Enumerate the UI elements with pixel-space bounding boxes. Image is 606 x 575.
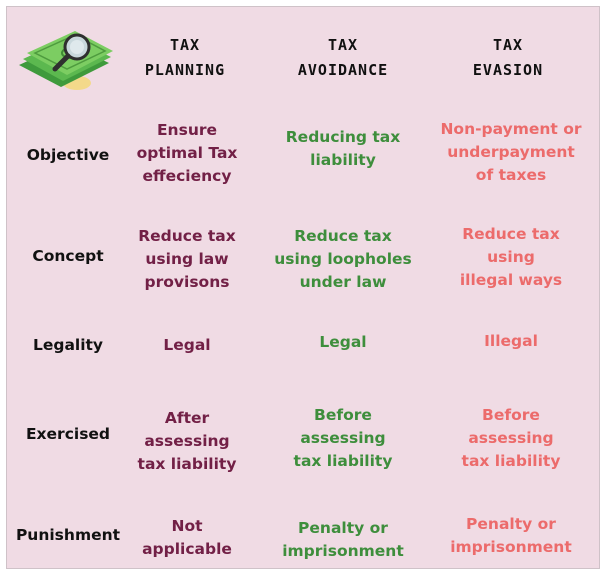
header-tax-evasion-line1: TAX bbox=[492, 36, 524, 54]
header-tax-avoidance-line2: AVOIDANCE bbox=[297, 61, 389, 79]
comparison-card: TAX PLANNING TAX AVOIDANCE TAX EVASION O… bbox=[6, 6, 600, 569]
cell-punishment-evasion: Penalty or imprisonment bbox=[450, 515, 572, 556]
header-tax-planning-line1: TAX bbox=[169, 36, 201, 54]
cell-objective-evasion: Non-payment or underpayment of taxes bbox=[440, 120, 582, 184]
cell-legality-evasion: Illegal bbox=[484, 332, 538, 350]
row-label-exercised: Exercised bbox=[25, 425, 111, 443]
row-label-objective: Objective bbox=[26, 146, 110, 164]
cell-exercised-evasion: Before assessing tax liability bbox=[461, 406, 561, 470]
row-label-concept: Concept bbox=[32, 247, 104, 265]
cell-concept-avoidance: Reduce tax using loopholes under law bbox=[274, 227, 412, 291]
cell-punishment-planning: Not applicable bbox=[142, 517, 232, 558]
row-label-punishment: Punishment bbox=[15, 526, 121, 544]
header-tax-planning: TAX PLANNING bbox=[110, 33, 260, 83]
cell-exercised-planning: After assessing tax liability bbox=[137, 409, 237, 473]
cell-exercised-avoidance: Before assessing tax liability bbox=[293, 406, 393, 470]
header-tax-planning-line2: PLANNING bbox=[144, 61, 226, 79]
header-tax-evasion-line2: EVASION bbox=[472, 61, 544, 79]
cell-objective-avoidance: Reducing tax liability bbox=[285, 128, 401, 169]
header-tax-evasion: TAX EVASION bbox=[433, 33, 583, 83]
cell-legality-avoidance: Legal bbox=[319, 333, 367, 351]
header-tax-avoidance: TAX AVOIDANCE bbox=[268, 33, 418, 83]
cell-objective-planning: Ensure optimal Tax effeciency bbox=[136, 121, 238, 185]
cell-concept-planning: Reduce tax using law provisons bbox=[138, 227, 236, 291]
cell-punishment-avoidance: Penalty or imprisonment bbox=[282, 519, 404, 560]
money-magnifier-icon bbox=[19, 31, 113, 90]
cell-concept-evasion: Reduce tax using illegal ways bbox=[459, 225, 563, 289]
header-tax-avoidance-line1: TAX bbox=[327, 36, 359, 54]
cell-legality-planning: Legal bbox=[163, 336, 211, 354]
row-label-legality: Legality bbox=[32, 336, 104, 354]
